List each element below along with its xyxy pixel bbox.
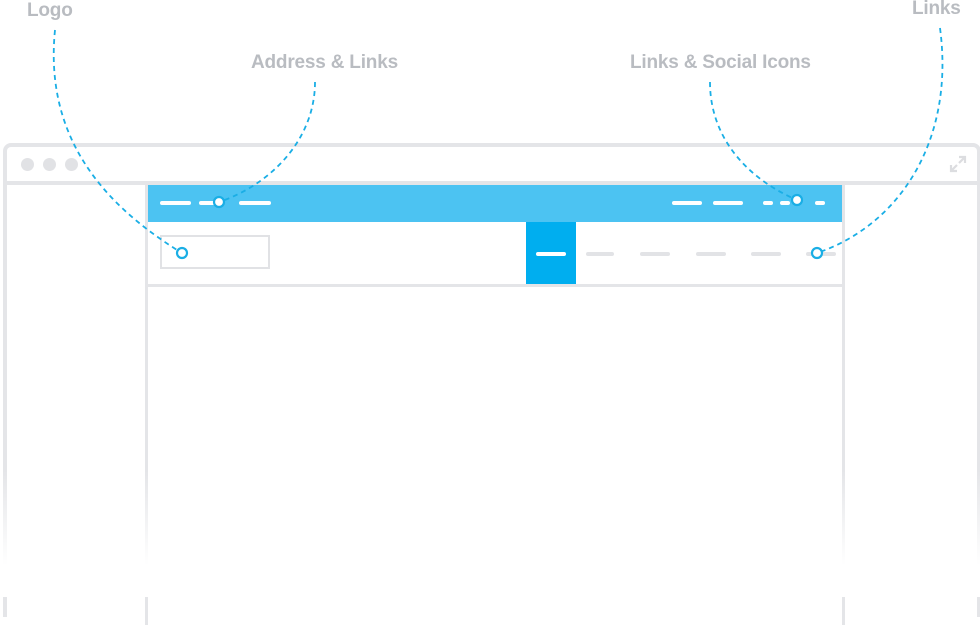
- logo-placeholder: [160, 235, 270, 269]
- callout-marker-links: [810, 246, 824, 260]
- social-icon-placeholder: [763, 201, 773, 205]
- expand-icon: [949, 155, 967, 173]
- callout-marker-logo: [175, 246, 189, 260]
- callout-marker-links-social-icons: [790, 193, 804, 207]
- nav-link-placeholder: [586, 252, 614, 256]
- callout-label-links: Links: [912, 0, 961, 19]
- callout-line-links-social-icons: [709, 81, 798, 201]
- nav-link-placeholder: [751, 252, 781, 256]
- social-icon-placeholder: [815, 201, 825, 205]
- address-placeholder: [160, 201, 191, 205]
- bottom-fade: [0, 470, 980, 597]
- top-bar: [148, 185, 842, 222]
- callout-label-links-social-icons: Links & Social Icons: [630, 52, 811, 73]
- callout-label-logo: Logo: [27, 0, 73, 21]
- window-dot-close: [21, 158, 34, 171]
- top-right-link-placeholder: [672, 201, 702, 205]
- callout-line-address-links: [218, 81, 316, 203]
- callout-marker-address-links: [212, 195, 226, 209]
- nav-active-placeholder: [536, 252, 566, 256]
- callout-lines: [52, 27, 944, 260]
- browser-titlebar: [7, 147, 977, 185]
- header-bar: [148, 222, 842, 287]
- nav-link-placeholder: [696, 252, 726, 256]
- window-dot-maximize: [65, 158, 78, 171]
- nav-link-placeholder: [640, 252, 670, 256]
- callout-line-logo: [52, 29, 183, 254]
- nav-item-active: [526, 222, 576, 284]
- callout-line-links: [816, 27, 944, 254]
- top-link-placeholder: [199, 201, 221, 205]
- top-right-link-placeholder: [713, 201, 743, 205]
- callout-label-address-links: Address & Links: [251, 52, 398, 73]
- social-icon-placeholder: [780, 201, 790, 205]
- window-dot-minimize: [43, 158, 56, 171]
- top-link-placeholder: [239, 201, 271, 205]
